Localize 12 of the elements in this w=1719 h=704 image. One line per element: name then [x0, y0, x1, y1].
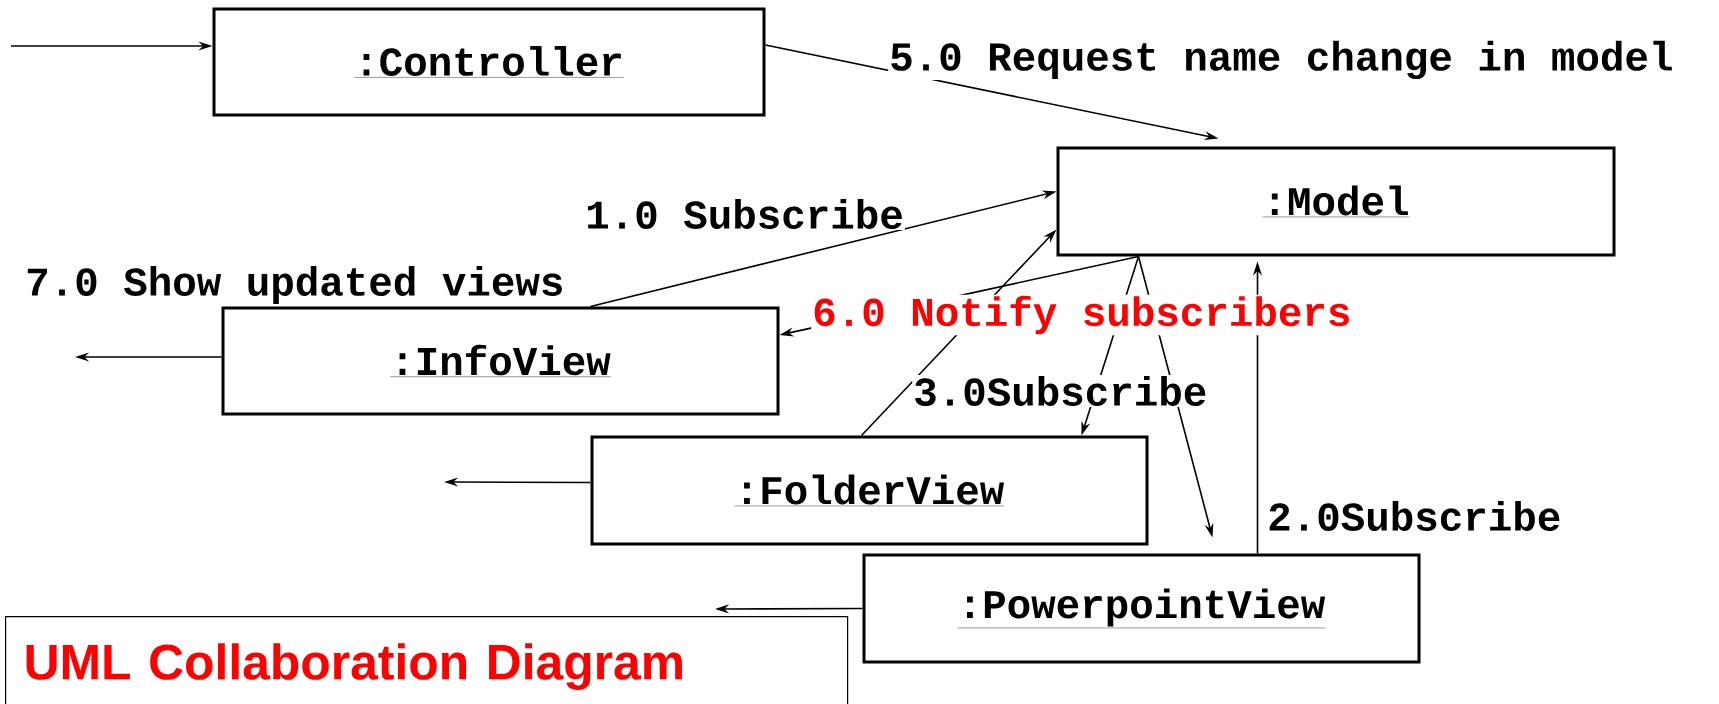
object-box: :PowerpointView: [862, 553, 1421, 664]
edge-label: 5.0 Request name change in model: [888, 39, 1675, 81]
edge-label: 3.0Subscribe: [912, 374, 1209, 407]
object-box: :FolderView: [590, 435, 1149, 546]
edge-label: 6.0 Notify subscribers: [811, 294, 1353, 336]
title-box: UML Collaboration Diagram: [5, 616, 849, 704]
object-box: :InfoView: [221, 306, 780, 416]
object-box: :Model: [1056, 146, 1616, 257]
object-box: :Controller: [212, 7, 766, 117]
edge-label: 1.0 Subscribe: [584, 198, 905, 230]
edge-label: 7.0 Show updated views: [24, 264, 566, 306]
edge-label: 2.0Subscribe: [1266, 500, 1563, 532]
